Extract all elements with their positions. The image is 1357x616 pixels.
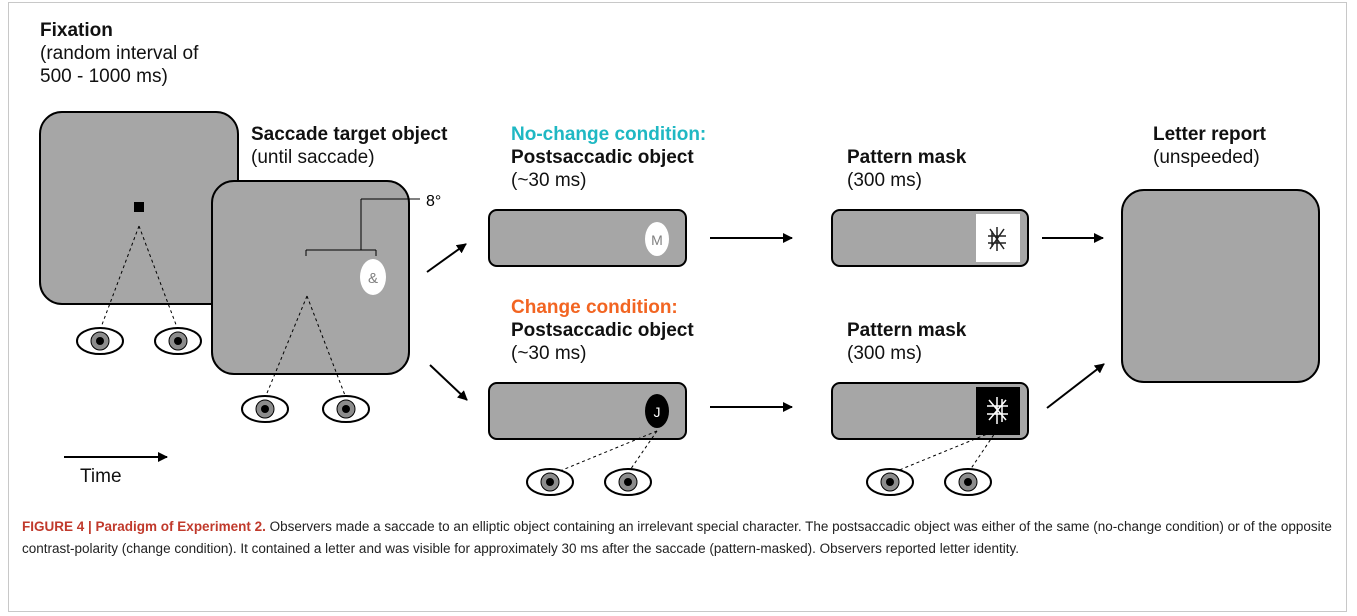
eye-icon bbox=[604, 468, 652, 496]
saccade-target-title: Saccade target object bbox=[251, 124, 448, 145]
no-change-postsaccadic-screen: M bbox=[488, 209, 687, 267]
eye-icon bbox=[322, 395, 370, 423]
arrow bbox=[429, 364, 468, 401]
fixation-line2: 500 - 1000 ms) bbox=[40, 66, 168, 87]
mask-bottom-label: Pattern mask (300 ms) bbox=[847, 319, 966, 365]
letter-report-title: Letter report bbox=[1153, 124, 1266, 145]
saccade-target-ellipse bbox=[360, 259, 386, 295]
change-title: Postsaccadic object bbox=[511, 320, 694, 341]
saccade-target-label: Saccade target object (until saccade) bbox=[251, 123, 447, 169]
fixation-title: Fixation bbox=[40, 20, 113, 41]
change-mask-screen bbox=[831, 382, 1029, 474]
mask-top-title: Pattern mask bbox=[847, 147, 967, 168]
no-change-condition: No-change condition: bbox=[511, 124, 707, 145]
caption-head: FIGURE 4 | Paradigm of Experiment 2. bbox=[22, 519, 266, 534]
letter-j: J bbox=[654, 404, 661, 420]
change-label: Change condition: Postsaccadic object (~… bbox=[511, 296, 694, 365]
fixation-label: Fixation (random interval of 500 - 1000 … bbox=[40, 19, 198, 88]
postsaccadic-ellipse-white bbox=[645, 222, 669, 256]
mask-bottom-sub: (300 ms) bbox=[847, 343, 922, 364]
eye-icon bbox=[154, 327, 202, 355]
letter-report-sub: (unspeeded) bbox=[1153, 147, 1260, 168]
mask-top-sub: (300 ms) bbox=[847, 170, 922, 191]
figure-border bbox=[8, 2, 1347, 612]
letter-report-label: Letter report (unspeeded) bbox=[1153, 123, 1266, 169]
no-change-label: No-change condition: Postsaccadic object… bbox=[511, 123, 706, 192]
fixation-point bbox=[134, 202, 144, 212]
eye-icon bbox=[526, 468, 574, 496]
special-character: & bbox=[368, 270, 378, 287]
no-change-mask-screen bbox=[831, 209, 1029, 267]
eye-icon bbox=[241, 395, 289, 423]
eye-icon bbox=[76, 327, 124, 355]
saccade-target-sub: (until saccade) bbox=[251, 147, 375, 168]
eye-icon bbox=[944, 468, 992, 496]
saccade-target-screen: & 8° bbox=[211, 180, 441, 399]
change-postsaccadic-screen: J bbox=[488, 382, 687, 474]
mask-glyph bbox=[987, 397, 1008, 424]
change-sub: (~30 ms) bbox=[511, 343, 587, 364]
eye-icon bbox=[866, 468, 914, 496]
mask-glyph bbox=[988, 227, 1006, 251]
letter-m: M bbox=[651, 232, 663, 248]
letter-report-screen bbox=[1121, 189, 1320, 383]
postsaccadic-ellipse-black bbox=[645, 394, 669, 428]
mask-bottom-title: Pattern mask bbox=[847, 320, 967, 341]
mask-top-label: Pattern mask (300 ms) bbox=[847, 146, 966, 192]
no-change-sub: (~30 ms) bbox=[511, 170, 587, 191]
arrow bbox=[1046, 363, 1105, 409]
change-condition: Change condition: bbox=[511, 297, 678, 318]
caption-body: Observers made a saccade to an elliptic … bbox=[22, 519, 1332, 556]
figure-caption: FIGURE 4 | Paradigm of Experiment 2. Obs… bbox=[22, 516, 1337, 560]
angle-label: 8° bbox=[426, 193, 441, 210]
time-label: Time bbox=[80, 466, 122, 487]
no-change-title: Postsaccadic object bbox=[511, 147, 694, 168]
fixation-screen bbox=[39, 111, 239, 331]
arrow bbox=[426, 243, 467, 273]
fixation-line1: (random interval of bbox=[40, 43, 199, 64]
